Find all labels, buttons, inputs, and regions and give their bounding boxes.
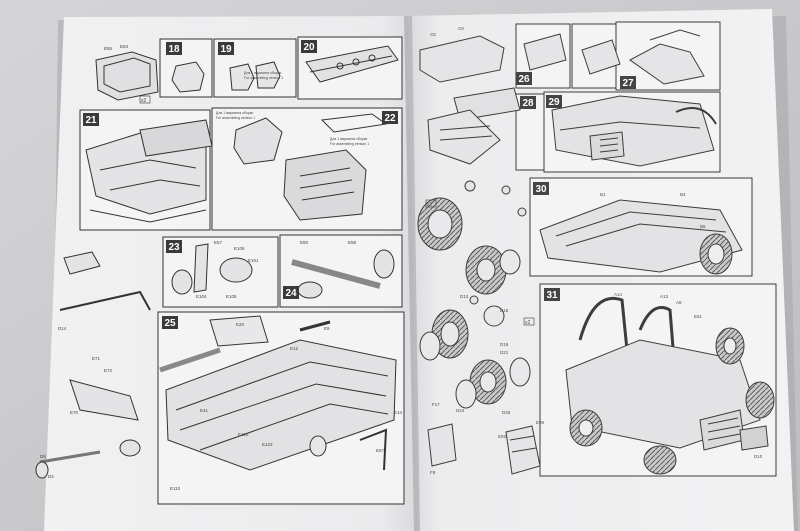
svg-text:D14: D14 bbox=[58, 326, 67, 331]
step-23-badge: 23 bbox=[166, 240, 182, 253]
svg-text:D13: D13 bbox=[460, 294, 469, 299]
svg-text:19: 19 bbox=[220, 44, 232, 55]
svg-text:B6: B6 bbox=[700, 224, 706, 229]
left-part-labels: E55 E53 E57 E106 E101 E104 E105 E60 E58 … bbox=[40, 44, 403, 491]
left-step-badges: 18 19 20 21 22 23 24 25 bbox=[83, 40, 398, 329]
svg-text:28: 28 bbox=[522, 98, 534, 109]
step-27-badge: 27 bbox=[620, 76, 636, 89]
step-29-badge: 29 bbox=[546, 95, 562, 108]
svg-text:B4: B4 bbox=[680, 192, 686, 197]
svg-text:E41: E41 bbox=[200, 408, 209, 413]
svg-text:E99: E99 bbox=[536, 420, 545, 425]
svg-text:20: 20 bbox=[303, 42, 315, 53]
svg-text:D24: D24 bbox=[456, 408, 465, 413]
svg-text:E71: E71 bbox=[92, 356, 101, 361]
note-22b: For assembling version 1 bbox=[330, 142, 369, 146]
right-step-badges: 26 27 28 29 30 31 bbox=[516, 72, 636, 301]
svg-text:A8: A8 bbox=[676, 300, 682, 305]
svg-text:F17: F17 bbox=[432, 402, 440, 407]
note-19: Для 1 варианта сборки bbox=[244, 71, 281, 75]
step-25-badge: 25 bbox=[162, 316, 178, 329]
svg-text:C5: C5 bbox=[430, 32, 436, 37]
svg-text:E92: E92 bbox=[498, 434, 507, 439]
svg-text:E122: E122 bbox=[238, 432, 249, 437]
svg-text:D19: D19 bbox=[500, 342, 509, 347]
svg-text:A13: A13 bbox=[660, 294, 669, 299]
left-page-diagrams bbox=[35, 36, 405, 505]
step-21-badge: 21 bbox=[83, 113, 99, 126]
step-31-badge: 31 bbox=[544, 288, 560, 301]
svg-text:E60: E60 bbox=[300, 240, 309, 245]
svg-text:B1: B1 bbox=[600, 192, 606, 197]
svg-text:27: 27 bbox=[622, 78, 634, 89]
qty-left: x2 bbox=[141, 98, 147, 104]
svg-text:F8: F8 bbox=[430, 470, 436, 475]
svg-text:24: 24 bbox=[285, 288, 297, 299]
svg-text:18: 18 bbox=[168, 44, 180, 55]
svg-text:31: 31 bbox=[546, 290, 558, 301]
step-28-badge: 28 bbox=[520, 96, 536, 109]
svg-text:E55: E55 bbox=[104, 46, 113, 51]
right-part-labels: C5 C8 D13 D18 D19 D21 D24 D25 B1 B4 B6 F… bbox=[425, 26, 763, 475]
svg-text:E110: E110 bbox=[170, 486, 181, 491]
svg-text:E104: E104 bbox=[196, 294, 207, 299]
svg-text:25: 25 bbox=[164, 318, 176, 329]
svg-text:E57: E57 bbox=[214, 240, 223, 245]
svg-text:E14: E14 bbox=[394, 410, 403, 415]
right-page-diagrams bbox=[417, 21, 777, 477]
svg-text:22: 22 bbox=[384, 113, 396, 124]
step-19-badge: 19 bbox=[218, 42, 234, 55]
svg-text:E53: E53 bbox=[120, 44, 129, 49]
svg-text:23: 23 bbox=[168, 242, 180, 253]
svg-text:D21: D21 bbox=[500, 350, 509, 355]
note-19b: For assembling version 1 bbox=[244, 76, 283, 80]
svg-text:E105: E105 bbox=[226, 294, 237, 299]
svg-text:A14: A14 bbox=[614, 292, 623, 297]
svg-text:E9: E9 bbox=[324, 326, 330, 331]
qty-right: x2 bbox=[427, 202, 433, 208]
svg-text:E106: E106 bbox=[234, 246, 245, 251]
step-24-badge: 24 bbox=[283, 286, 299, 299]
svg-text:26: 26 bbox=[518, 74, 530, 85]
note-21b: For assembling version 1 bbox=[216, 116, 255, 120]
svg-text:29: 29 bbox=[548, 97, 560, 108]
qty-right-2: x2 bbox=[525, 320, 531, 326]
svg-text:30: 30 bbox=[535, 184, 547, 195]
svg-text:D18: D18 bbox=[500, 308, 509, 313]
step-22-badge: 22 bbox=[382, 111, 398, 124]
svg-text:E20: E20 bbox=[236, 322, 245, 327]
step-20-badge: 20 bbox=[301, 40, 317, 53]
note-21: Для 1 варианта сборки bbox=[216, 111, 253, 115]
left-notes: Для 1 варианта сборки For assembling ver… bbox=[216, 71, 369, 146]
svg-text:E67: E67 bbox=[376, 448, 385, 453]
svg-text:D10: D10 bbox=[754, 454, 763, 459]
svg-text:E101: E101 bbox=[248, 258, 259, 263]
svg-text:C8: C8 bbox=[458, 26, 464, 31]
step-18-badge: 18 bbox=[166, 42, 182, 55]
svg-text:D25: D25 bbox=[502, 410, 511, 415]
spine bbox=[404, 16, 420, 531]
svg-text:21: 21 bbox=[85, 115, 97, 126]
svg-text:E58: E58 bbox=[348, 240, 357, 245]
svg-text:E70: E70 bbox=[70, 410, 79, 415]
step-26-badge: 26 bbox=[516, 72, 532, 85]
svg-text:E123: E123 bbox=[262, 442, 273, 447]
svg-text:D9: D9 bbox=[40, 454, 46, 459]
step-30-badge: 30 bbox=[533, 182, 549, 195]
note-22: Для 1 варианта сборки bbox=[330, 137, 367, 141]
svg-text:E12: E12 bbox=[290, 346, 299, 351]
svg-text:D4: D4 bbox=[48, 474, 54, 479]
svg-text:E72: E72 bbox=[104, 368, 113, 373]
svg-text:E61: E61 bbox=[694, 314, 703, 319]
